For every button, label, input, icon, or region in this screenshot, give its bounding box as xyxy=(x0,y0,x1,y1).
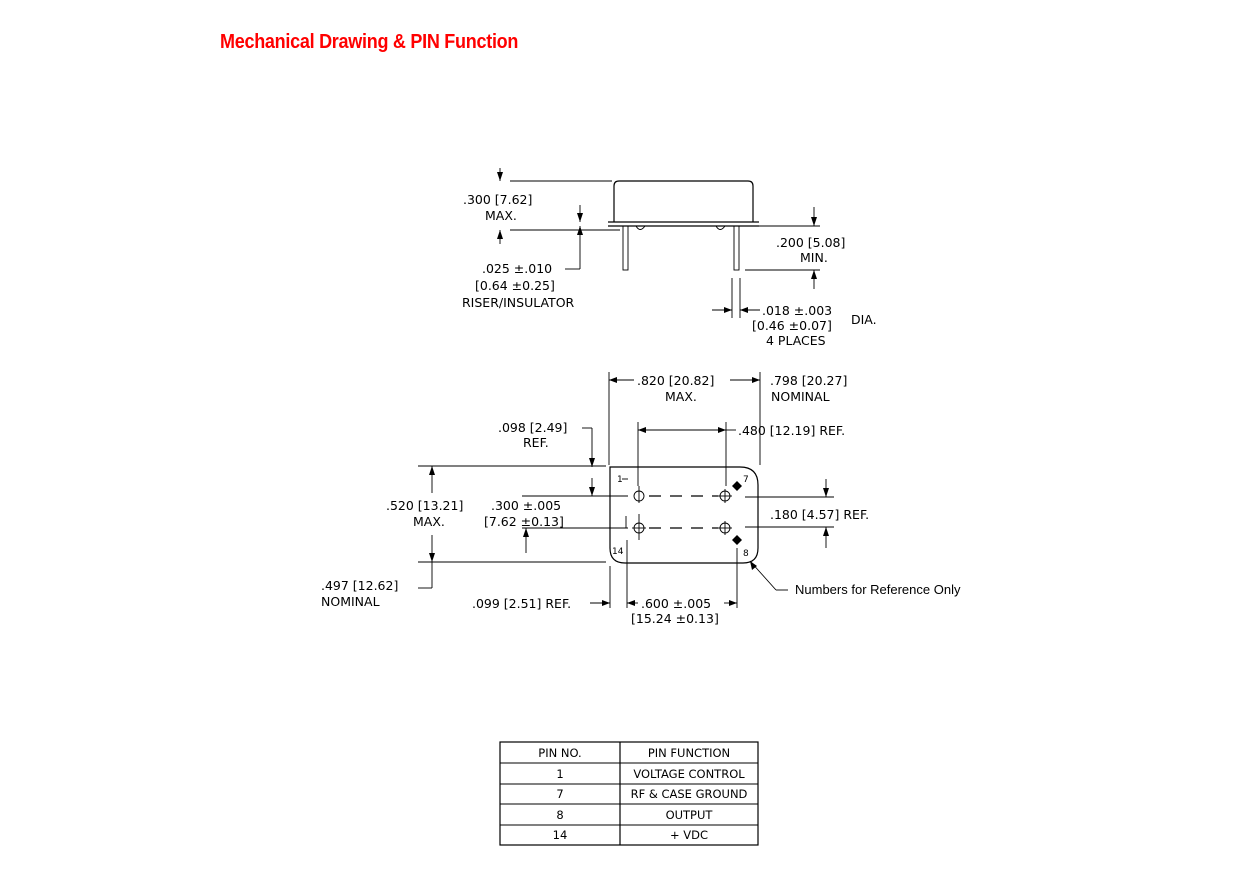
arrow-180-bottom xyxy=(823,527,829,536)
length-max-note: MAX. xyxy=(665,389,697,404)
arrow-pindia-left xyxy=(724,307,732,313)
top-view: 1 7 8 14 .820 [20.82] MAX. .798 [20.27] … xyxy=(321,372,961,626)
pin-length-note: MIN. xyxy=(800,250,828,265)
height-max-note: MAX. xyxy=(485,208,517,223)
arrow-600-right xyxy=(729,600,737,606)
arrow-pinlen-top xyxy=(811,217,817,226)
table-cell-pin: 14 xyxy=(553,828,568,842)
side-view: .300 [7.62] MAX. .025 ±.010 [0.64 ±0.25]… xyxy=(462,168,877,348)
package-body-side xyxy=(613,180,754,222)
arrow-width-top xyxy=(429,466,435,475)
table-cell-function: OUTPUT xyxy=(666,808,714,822)
inner-ref-dim: .480 [12.19] REF. xyxy=(738,423,845,438)
arrow-width-bottom xyxy=(429,553,435,562)
arrow-180-top xyxy=(823,488,829,497)
arrow-len-left xyxy=(609,377,617,383)
table-cell-function: VOLTAGE CONTROL xyxy=(633,767,745,781)
bottom-ref-dim: .099 [2.51] REF. xyxy=(472,596,571,611)
arrow-600-left xyxy=(627,600,635,606)
arrow-098 xyxy=(589,458,595,467)
length-nominal-dim: .798 [20.27] xyxy=(770,373,847,388)
length-max-dim: .820 [20.82] xyxy=(637,373,714,388)
table-cell-pin: 8 xyxy=(556,808,563,822)
width-max-dim: .520 [13.21] xyxy=(386,498,463,513)
pin-number-8: 8 xyxy=(743,549,749,559)
table-header-pin-no: PIN NO. xyxy=(538,746,581,760)
edge-ref-dim: .098 [2.49] xyxy=(498,420,567,435)
riser-foot-right xyxy=(715,225,726,230)
arrow-riser-bottom xyxy=(577,226,583,235)
reference-note: Numbers for Reference Only xyxy=(795,582,961,597)
table-cell-function: RF & CASE GROUND xyxy=(631,787,748,801)
pin-number-1: 1 xyxy=(617,475,623,485)
edge-ref-note: REF. xyxy=(523,435,549,450)
arrow-480-right xyxy=(718,427,726,433)
width-nominal-dim: .497 [12.62] xyxy=(321,578,398,593)
pin-function-table: PIN NO. PIN FUNCTION 1 VOLTAGE CONTROL 7… xyxy=(499,741,759,846)
pin-lead-right xyxy=(733,225,740,271)
arrow-300-bottom xyxy=(523,528,529,537)
pin-dia-mm: [0.46 ±0.07] xyxy=(752,318,832,333)
table-cell-pin: 7 xyxy=(556,787,563,801)
table-cell-pin: 1 xyxy=(556,767,563,781)
width-nominal-note: NOMINAL xyxy=(321,594,380,609)
table-header-pin-function: PIN FUNCTION xyxy=(648,746,730,760)
arrow-300-top xyxy=(589,487,595,496)
page-title: Mechanical Drawing & PIN Function xyxy=(220,31,519,53)
pin-number-14: 14 xyxy=(612,547,624,557)
pin-row-dim-mm: [7.62 ±0.13] xyxy=(484,514,564,529)
pin-span-dim-mm: [15.24 ±0.13] xyxy=(631,611,719,626)
pin-7-marker xyxy=(732,481,742,491)
arrow-reference-note xyxy=(750,561,757,570)
pin-dia-dim: .018 ±.003 xyxy=(762,303,832,318)
pin-dia-note: DIA. xyxy=(851,312,877,327)
pin-span-dim: .600 ±.005 xyxy=(641,596,711,611)
right-ref-dim: .180 [4.57] REF. xyxy=(770,507,869,522)
arrow-pinlen-bottom xyxy=(811,270,817,279)
arrow-pindia-right xyxy=(740,307,748,313)
riser-dim-mm: [0.64 ±0.25] xyxy=(475,278,555,293)
arrow-480-left xyxy=(638,427,646,433)
table-cell-function: + VDC xyxy=(670,828,708,842)
riser-foot-left xyxy=(635,225,646,230)
width-max-note: MAX. xyxy=(413,514,445,529)
riser-label: RISER/INSULATOR xyxy=(462,295,575,310)
pin-dia-places: 4 PLACES xyxy=(766,333,826,348)
riser-dim: .025 ±.010 xyxy=(482,261,552,276)
pin-8-marker xyxy=(732,535,742,545)
arrow-height-top xyxy=(497,172,503,181)
arrow-height-bottom xyxy=(497,230,503,239)
pin-row-dim: .300 ±.005 xyxy=(491,498,561,513)
arrow-099 xyxy=(602,600,610,606)
length-nominal-note: NOMINAL xyxy=(771,389,830,404)
height-max-dim: .300 [7.62] xyxy=(463,192,532,207)
pin-lead-left xyxy=(622,225,629,271)
package-outline-top xyxy=(609,466,759,564)
arrow-len-right xyxy=(752,377,760,383)
arrow-riser-top xyxy=(577,213,583,222)
pin-length-dim: .200 [5.08] xyxy=(776,235,845,250)
pin-number-7: 7 xyxy=(743,475,749,485)
